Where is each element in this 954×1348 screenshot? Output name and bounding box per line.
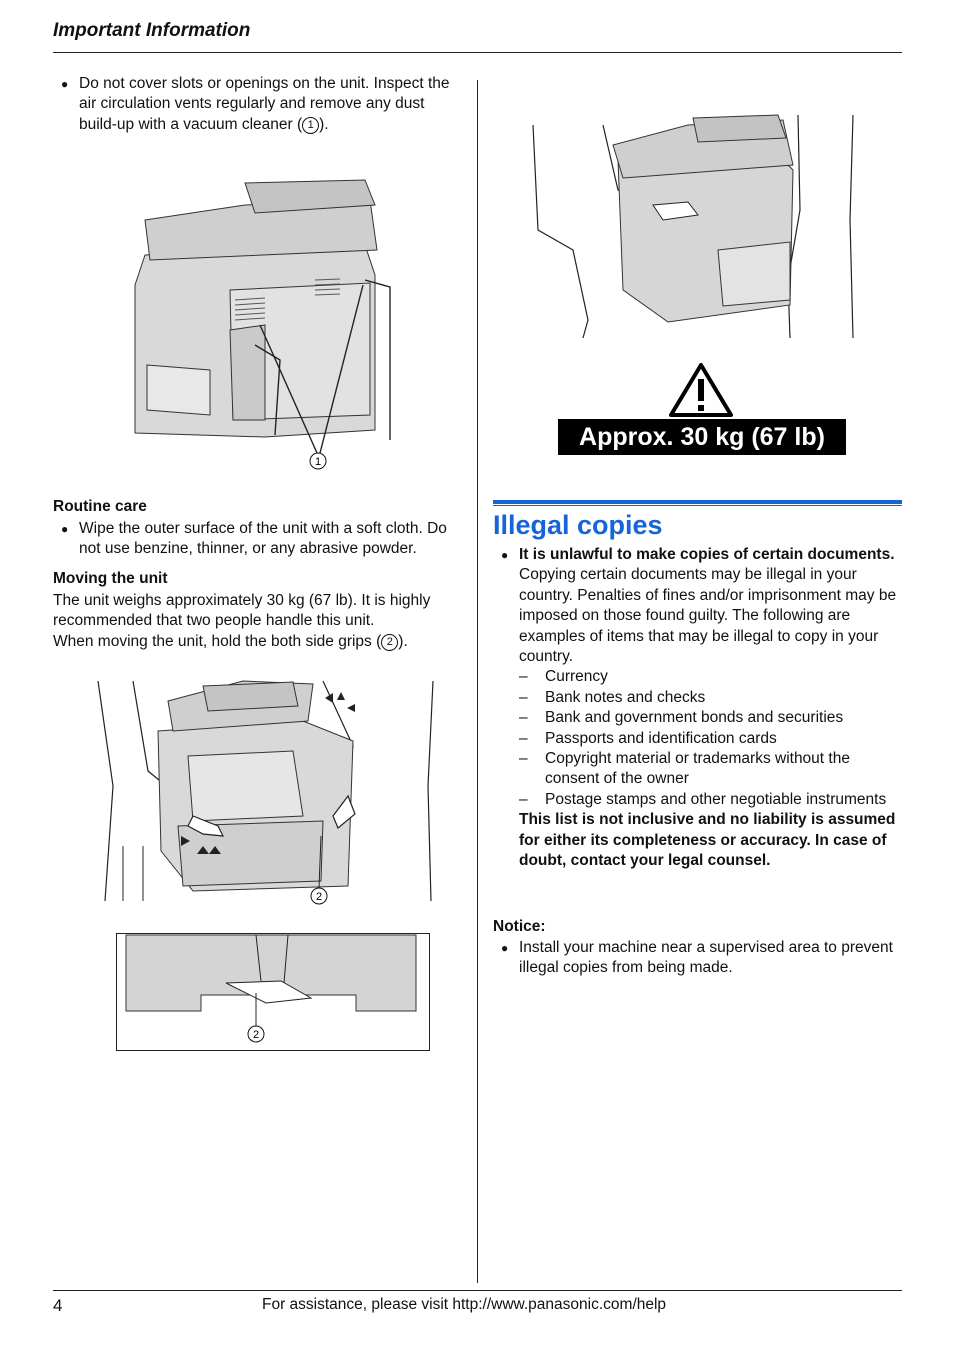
notice-item: ● Install your machine near a supervised… xyxy=(501,939,893,977)
figure3-callout: 2 xyxy=(253,1029,259,1041)
list-item: –Copyright material or trademarks withou… xyxy=(519,750,850,788)
footer-rule xyxy=(53,1290,902,1291)
grip-detail-illustration: 2 xyxy=(116,933,430,1051)
lifting-illustration: 2 xyxy=(97,680,434,905)
page-number: 4 xyxy=(53,1296,63,1315)
weight-label: Approx. 30 kg (67 lb) xyxy=(558,419,846,455)
header-rule xyxy=(53,52,902,53)
carrying-illustration xyxy=(532,114,854,339)
list-item: –Passports and identification cards xyxy=(519,729,777,747)
section-bar-thin xyxy=(493,505,902,506)
routine-care-heading: Routine care xyxy=(53,498,147,515)
illegal-copies-title: Illegal copies xyxy=(493,510,663,540)
moving-heading: Moving the unit xyxy=(53,570,168,587)
bullet-icon: ● xyxy=(61,522,69,536)
routine-care-item: ● Wipe the outer surface of the unit wit… xyxy=(61,520,447,558)
list-item: –Currency xyxy=(519,668,608,686)
moving-text: The unit weighs approximately 30 kg (67 … xyxy=(53,592,431,651)
figure1-callout: 1 xyxy=(315,456,321,468)
warning-triangle-icon xyxy=(669,363,733,417)
bullet-icon: ● xyxy=(501,941,509,955)
callout-1: 1 xyxy=(302,116,320,134)
footer-help-text: For assistance, please visit http://www.… xyxy=(262,1296,667,1313)
column-divider xyxy=(477,80,478,1283)
illegal-body: Copying certain documents may be illegal… xyxy=(519,566,897,666)
list-item: –Bank notes and checks xyxy=(519,688,706,706)
illegal-copies-item: ● It is unlawful to make copies of certa… xyxy=(501,545,902,872)
section-bar xyxy=(493,500,902,504)
vent-instruction: ● Do not cover slots or openings on the … xyxy=(61,75,450,134)
illegal-bold-intro: It is unlawful to make copies of certain… xyxy=(519,546,895,563)
illegal-disclaimer: This list is not inclusive and no liabil… xyxy=(519,811,896,870)
notice-heading: Notice: xyxy=(493,918,546,935)
callout-2: 2 xyxy=(381,633,399,651)
bullet-icon: ● xyxy=(61,77,69,91)
unit-rear-illustration: 1 xyxy=(134,179,391,470)
section-title: Important Information xyxy=(53,20,251,41)
list-item: –Postage stamps and other negotiable ins… xyxy=(519,790,887,808)
bullet-icon: ● xyxy=(501,548,509,562)
figure2-callout: 2 xyxy=(316,891,322,903)
list-item: –Bank and government bonds and securitie… xyxy=(519,709,844,727)
illegal-items-list: –Currency –Bank notes and checks –Bank a… xyxy=(519,667,902,810)
